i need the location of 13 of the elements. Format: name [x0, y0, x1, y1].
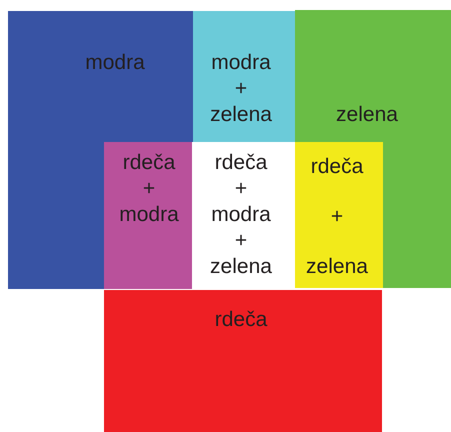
- color-label: rdeča + modra + zelena: [210, 150, 272, 280]
- color-region: [8, 11, 193, 289]
- color-label: zelena: [336, 102, 398, 128]
- color-region: [295, 142, 383, 288]
- color-label: rdeča + zelena: [306, 154, 368, 280]
- color-label: rdeča + modra: [119, 150, 179, 228]
- color-label: modra: [85, 50, 145, 76]
- color-label: modra + zelena: [210, 50, 272, 128]
- color-region: [104, 142, 192, 289]
- color-region: [104, 290, 382, 432]
- color-region: [193, 11, 295, 142]
- color-region: [295, 10, 451, 288]
- color-label: rdeča: [214, 307, 268, 333]
